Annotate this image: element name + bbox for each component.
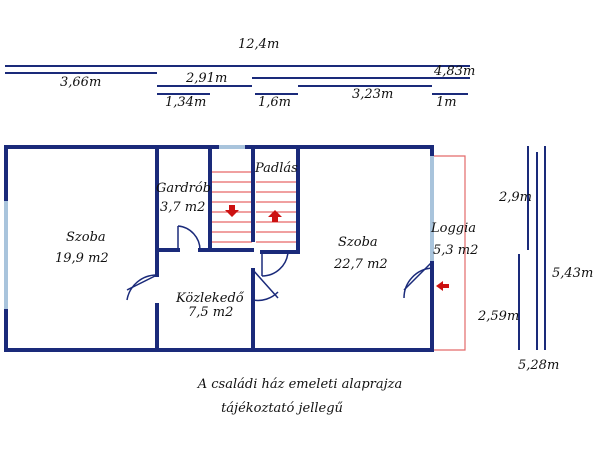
dim-label-134: 1,34m <box>165 95 206 110</box>
loggia-outline <box>433 155 466 351</box>
dim-label-1: 1m <box>436 95 457 110</box>
windows <box>4 145 434 309</box>
dim-label-543: 5,43m <box>552 266 593 281</box>
caption-line-1: A családi ház emeleti alaprajza <box>197 377 403 392</box>
dim-label-483: 4,83m <box>433 64 475 79</box>
arrow-up-icon <box>268 210 282 222</box>
dim-label-29: 2,9m <box>498 190 532 205</box>
dim-label-528: 5,28m <box>518 358 559 373</box>
dim-label-366: 3,66m <box>60 75 101 90</box>
arrow-down-icon <box>225 205 239 217</box>
room-area-loggia: 5,3 m2 <box>433 243 478 258</box>
dim-label-total: 12,4m <box>238 37 279 52</box>
dim-label-16: 1,6m <box>258 95 291 110</box>
walls <box>4 145 434 352</box>
arrow-left-icon <box>436 281 449 291</box>
room-area-szoba-right: 22,7 m2 <box>333 257 388 272</box>
room-labels: Szoba 19,9 m2 Gardrób 3,7 m2 Padlás Szob… <box>55 161 478 320</box>
room-area-gardrob: 3,7 m2 <box>160 200 205 215</box>
doors <box>126 225 433 302</box>
top-dimension-lines <box>5 65 470 95</box>
room-name-kozlekedo: Közlekedő <box>175 291 245 306</box>
caption-line-2: tájékoztató jellegű <box>221 401 343 416</box>
room-name-gardrob: Gardrób <box>156 181 211 196</box>
dimension-labels: 12,4m 3,66m 2,91m 4,83m 1,34m 1,6m 3,23m… <box>60 37 593 373</box>
room-name-szoba-right: Szoba <box>338 235 378 250</box>
dim-label-291: 2,91m <box>185 71 227 86</box>
dim-label-259: 2,59m <box>477 309 519 324</box>
caption: A családi ház emeleti alaprajza tájékozt… <box>197 377 403 416</box>
right-dimension-lines <box>518 146 546 350</box>
stairs <box>212 171 297 243</box>
room-name-padlas: Padlás <box>254 161 298 176</box>
room-area-kozlekedo: 7,5 m2 <box>188 305 233 320</box>
room-area-szoba-left: 19,9 m2 <box>55 251 109 266</box>
dim-label-323: 3,23m <box>352 87 393 102</box>
room-name-loggia: Loggia <box>430 221 476 236</box>
room-name-szoba-left: Szoba <box>66 230 106 245</box>
